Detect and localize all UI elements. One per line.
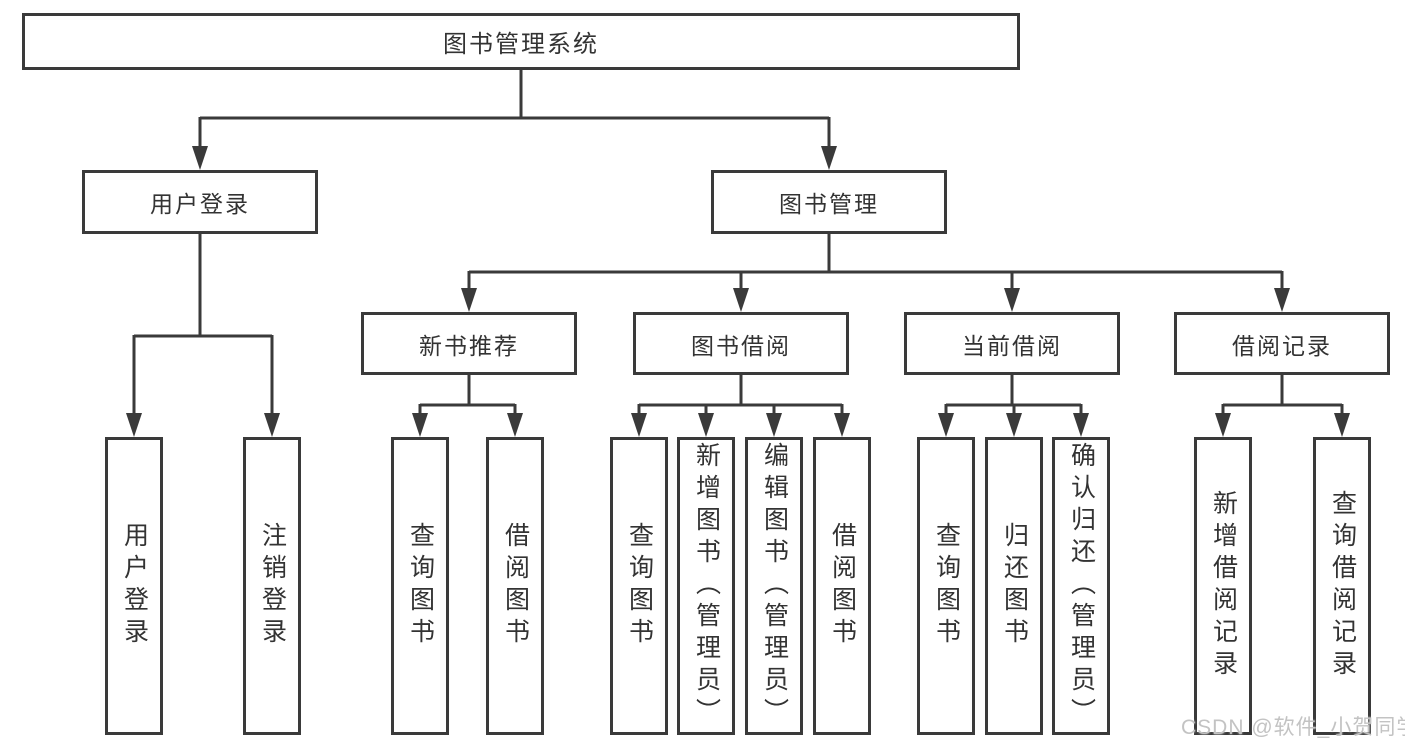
csdn-watermark: CSDN @软件_小贺同学 xyxy=(1181,716,1405,739)
leaf-query-books-borrow: 查询图书 xyxy=(610,437,668,735)
node-book-borrow: 图书借阅 xyxy=(633,312,849,375)
leaf-confirm-return-admin: 确认归还（管理员） xyxy=(1052,437,1110,735)
leaf-borrow-books: 借阅图书 xyxy=(813,437,871,735)
leaf-query-books-recommend: 查询图书 xyxy=(391,437,449,735)
leaf-edit-book-admin: 编辑图书（管理员） xyxy=(745,437,803,735)
node-book-management: 图书管理 xyxy=(711,170,947,234)
leaf-borrow-books-recommend: 借阅图书 xyxy=(486,437,544,735)
node-user-login: 用户登录 xyxy=(82,170,318,234)
leaf-logout: 注销登录 xyxy=(243,437,301,735)
leaf-user-login: 用户登录 xyxy=(105,437,163,735)
node-root-system: 图书管理系统 xyxy=(22,13,1020,70)
node-current-borrow: 当前借阅 xyxy=(904,312,1120,375)
leaf-return-book: 归还图书 xyxy=(985,437,1043,735)
leaf-add-book-admin: 新增图书（管理员） xyxy=(677,437,735,735)
node-borrow-records: 借阅记录 xyxy=(1174,312,1390,375)
leaf-query-books-current: 查询图书 xyxy=(917,437,975,735)
leaf-query-borrow-record: 查询借阅记录 xyxy=(1313,437,1371,735)
leaf-add-borrow-record: 新增借阅记录 xyxy=(1194,437,1252,735)
node-new-book-recommend: 新书推荐 xyxy=(361,312,577,375)
